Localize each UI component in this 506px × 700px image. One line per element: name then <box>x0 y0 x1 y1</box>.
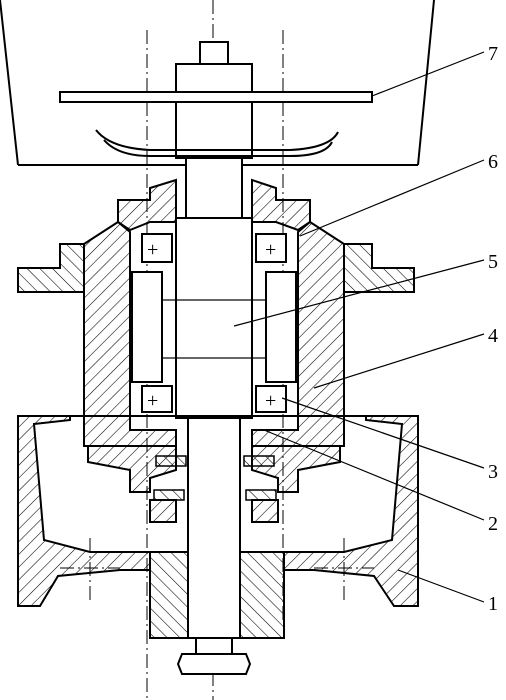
leader-lines <box>233 51 485 603</box>
callout-2: 2 <box>488 513 498 535</box>
main-shaft <box>175 157 253 675</box>
base-part-1 <box>17 415 419 639</box>
callout-7: 7 <box>488 43 498 65</box>
disc-part-7 <box>59 91 373 159</box>
callout-4: 4 <box>488 325 498 347</box>
svg-text:+: + <box>265 239 276 261</box>
callout-1: 1 <box>488 593 498 615</box>
callout-3: 3 <box>488 461 498 483</box>
svg-text:+: + <box>147 239 158 261</box>
callout-labels: 7 6 5 4 3 2 1 <box>488 43 498 615</box>
svg-text:+: + <box>265 390 276 412</box>
callout-6: 6 <box>488 151 498 173</box>
bearing-housing-part-4 <box>17 220 415 447</box>
top-nut <box>175 41 253 95</box>
seal-housing-part-2 <box>87 445 341 523</box>
upper-bearing-part-6: + + <box>141 233 287 263</box>
sleeve-part-5 <box>131 271 297 383</box>
callout-5: 5 <box>488 251 498 273</box>
svg-text:+: + <box>147 390 158 412</box>
